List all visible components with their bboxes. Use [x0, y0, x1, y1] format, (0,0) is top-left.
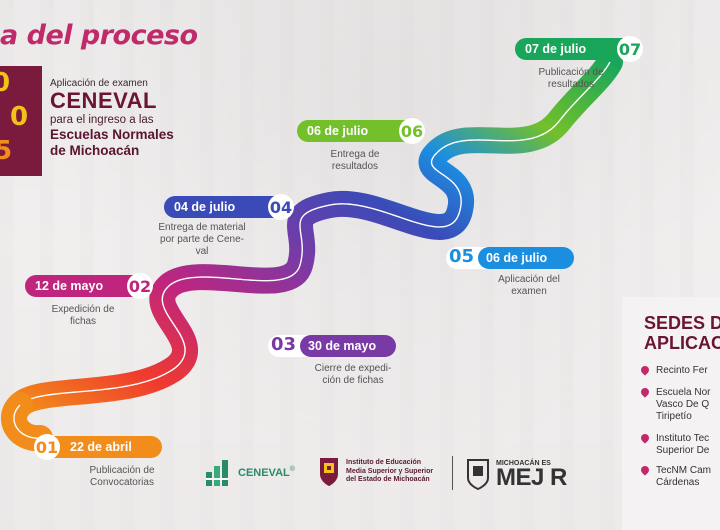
- logo-digit-2: 0: [10, 102, 29, 132]
- ceneval-logo: CENEVAL ®: [204, 458, 295, 488]
- michoacan-crest-icon: [467, 459, 489, 490]
- sede-item-3: Instituto Tec Superior De: [639, 432, 710, 457]
- institute-line3: del Estado de Michoacán: [346, 476, 430, 484]
- step-02-number: 02: [127, 273, 153, 299]
- institute-text: Instituto de Educación Media Superior y …: [346, 459, 433, 485]
- step-03-pill: 03 30 de mayo: [268, 334, 396, 357]
- step-07-pill: 07 de julio 07: [515, 36, 643, 62]
- step-06-desc-line1: Entrega de: [330, 149, 380, 160]
- step-06-date: 06 de julio: [307, 124, 369, 138]
- exam-line2: CENEVAL: [50, 88, 157, 113]
- step-05-pill: 05 06 de julio: [446, 246, 574, 269]
- ceneval-text: CENEVAL: [238, 467, 290, 479]
- step-02-pill: 12 de mayo 02: [25, 273, 153, 299]
- iemsysem-logo: Instituto de Educación Media Superior y …: [318, 456, 433, 488]
- step-05-date: 06 de julio: [478, 247, 574, 269]
- step-03-number: 03: [271, 334, 297, 355]
- sede-item-1-line1: Recinto Fer: [656, 365, 708, 376]
- road-line: [19, 61, 611, 406]
- sede-item-2-line2: Vasco De Q: [656, 399, 710, 410]
- step-05-desc-line1: Aplicación del: [498, 274, 560, 285]
- road-start-hook-line: [13, 404, 41, 439]
- step-07-number: 07: [617, 36, 643, 62]
- step-02-date: 12 de mayo: [35, 279, 104, 293]
- step-02-desc-line1: Expedición de: [51, 304, 115, 315]
- step-04-desc: Entrega de material por parte de Cene- v…: [142, 222, 262, 258]
- sede-item-2-line3: Tiripetío: [656, 411, 692, 422]
- michoacan-logo: MICHOACÁN ES MEJ R: [466, 458, 567, 490]
- step-07-desc-line2: resultados: [547, 79, 595, 90]
- step-03-desc: Cierre de expedi- ción de fichas: [298, 363, 408, 387]
- step-04-pill: 04 de julio 04: [164, 194, 294, 220]
- coat-of-arms-icon: [320, 458, 338, 486]
- step-03-desc-line2: ción de fichas: [322, 375, 384, 386]
- page-title: a del proceso: [0, 20, 198, 51]
- step-01-number: 01: [34, 434, 60, 460]
- sede-item-2: Escuela Nor Vasco De Q Tiripetío: [639, 386, 711, 423]
- footer-divider: [452, 456, 453, 490]
- step-01-desc-line2: Convocatorias: [90, 477, 154, 488]
- exam-line5: de Michoacán: [50, 143, 140, 158]
- step-05-desc-line2: examen: [511, 286, 547, 297]
- step-02-desc-line2: fichas: [69, 316, 97, 327]
- sedes-panel: SEDES D APLICAC Recinto Fer Escuela Nor …: [622, 297, 720, 530]
- step-04-desc-line3: val: [195, 246, 209, 257]
- location-pin-icon: [639, 464, 651, 476]
- sede-item-3-line2: Superior De: [656, 445, 710, 456]
- logo-digit-3: 5: [0, 136, 13, 166]
- logo-box: 0 0 5: [0, 66, 42, 176]
- michoacan-big: MEJ R: [496, 463, 567, 491]
- sede-item-4-line2: Cárdenas: [656, 477, 700, 488]
- location-pin-icon: [639, 364, 651, 376]
- exam-title: Aplicación de examen CENEVAL para el ing…: [50, 78, 240, 159]
- step-01-desc: Publicación de Convocatorias: [62, 465, 182, 489]
- step-01-date: 22 de abril: [70, 440, 132, 454]
- institute-line1: Instituto de Educación: [346, 459, 422, 467]
- step-01-desc-line1: Publicación de: [89, 465, 155, 476]
- sede-item-1: Recinto Fer: [639, 364, 708, 377]
- sede-item-4-line1: TecNM Cam: [656, 465, 712, 476]
- step-03-desc-line1: Cierre de expedi-: [314, 363, 392, 374]
- step-03-date: 30 de mayo: [300, 335, 396, 357]
- exam-line1: Aplicación de examen: [50, 78, 148, 89]
- sedes-title-line2: APLICAC: [644, 333, 720, 353]
- sede-item-3-line1: Instituto Tec: [656, 433, 710, 444]
- step-04-date: 04 de julio: [174, 200, 236, 214]
- institute-line2: Media Superior y Superior: [346, 467, 434, 475]
- logo-digit-1: 0: [0, 68, 11, 98]
- michoacan-small: MICHOACÁN ES: [496, 459, 551, 467]
- registered-mark: ®: [289, 465, 295, 473]
- exam-line3: para el ingreso a las: [50, 114, 154, 126]
- step-04-number: 04: [268, 194, 294, 220]
- sedes-title-line1: SEDES D: [644, 313, 720, 333]
- step-07-desc-line1: Publicación de: [538, 67, 604, 78]
- step-06-desc: Entrega de resultados: [300, 149, 410, 173]
- ceneval-mark-icon: [206, 460, 228, 486]
- step-07-date: 07 de julio: [525, 42, 587, 56]
- step-01-pill: 01 22 de abril: [34, 434, 162, 460]
- location-pin-icon: [639, 432, 651, 444]
- step-05-number: 05: [449, 246, 475, 267]
- step-06-desc-line2: resultados: [331, 161, 379, 172]
- michoacan-text: MICHOACÁN ES MEJ R: [496, 459, 567, 491]
- step-06-pill: 06 de julio 06: [297, 118, 425, 144]
- step-07-desc: Publicación de resultados: [516, 67, 626, 91]
- step-06-number: 06: [399, 118, 425, 144]
- exam-line4: Escuelas Normales: [50, 127, 174, 142]
- step-04-desc-line1: Entrega de material: [158, 222, 246, 233]
- sede-item-2-line1: Escuela Nor: [656, 387, 711, 398]
- step-04-desc-line2: por parte de Cene-: [160, 234, 244, 245]
- step-05-desc: Aplicación del examen: [474, 274, 584, 298]
- location-pin-icon: [639, 386, 651, 398]
- sede-item-4: TecNM Cam Cárdenas: [639, 464, 712, 489]
- step-02-desc: Expedición de fichas: [28, 304, 138, 328]
